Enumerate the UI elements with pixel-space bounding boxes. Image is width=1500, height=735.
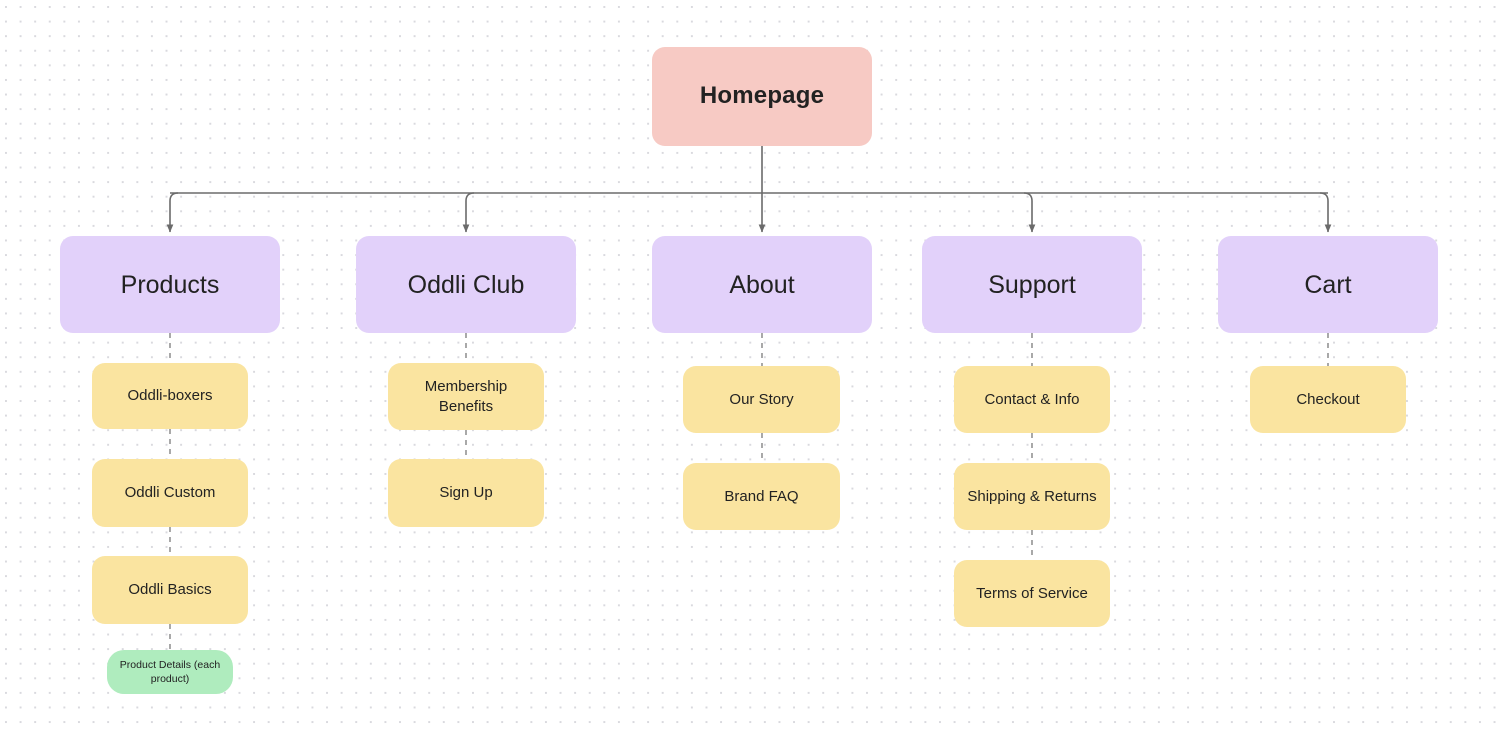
node-brand-faq[interactable]: Brand FAQ bbox=[683, 463, 840, 530]
node-checkout[interactable]: Checkout bbox=[1250, 366, 1406, 433]
node-oddli-boxers[interactable]: Oddli-boxers bbox=[92, 363, 248, 429]
edge-homepage-to-support bbox=[1023, 192, 1036, 233]
node-terms-of-service[interactable]: Terms of Service bbox=[954, 560, 1110, 627]
node-product-details[interactable]: Product Details (each product) bbox=[107, 650, 233, 694]
node-sign-up[interactable]: Sign Up bbox=[388, 459, 544, 527]
edge-homepage-to-oddli-club bbox=[462, 192, 475, 233]
node-cart[interactable]: Cart bbox=[1218, 236, 1438, 333]
node-shipping-returns[interactable]: Shipping & Returns bbox=[954, 463, 1110, 530]
node-membership-benefits[interactable]: Membership Benefits bbox=[388, 363, 544, 430]
node-oddli-custom[interactable]: Oddli Custom bbox=[92, 459, 248, 527]
node-homepage[interactable]: Homepage bbox=[652, 47, 872, 146]
node-support[interactable]: Support bbox=[922, 236, 1142, 333]
edge-homepage-to-products bbox=[166, 192, 179, 233]
node-about[interactable]: About bbox=[652, 236, 872, 333]
edge-homepage-to-cart bbox=[1319, 192, 1332, 233]
node-oddli-club[interactable]: Oddli Club bbox=[356, 236, 576, 333]
node-our-story[interactable]: Our Story bbox=[683, 366, 840, 433]
node-oddli-basics[interactable]: Oddli Basics bbox=[92, 556, 248, 624]
node-contact-info[interactable]: Contact & Info bbox=[954, 366, 1110, 433]
node-products[interactable]: Products bbox=[60, 236, 280, 333]
